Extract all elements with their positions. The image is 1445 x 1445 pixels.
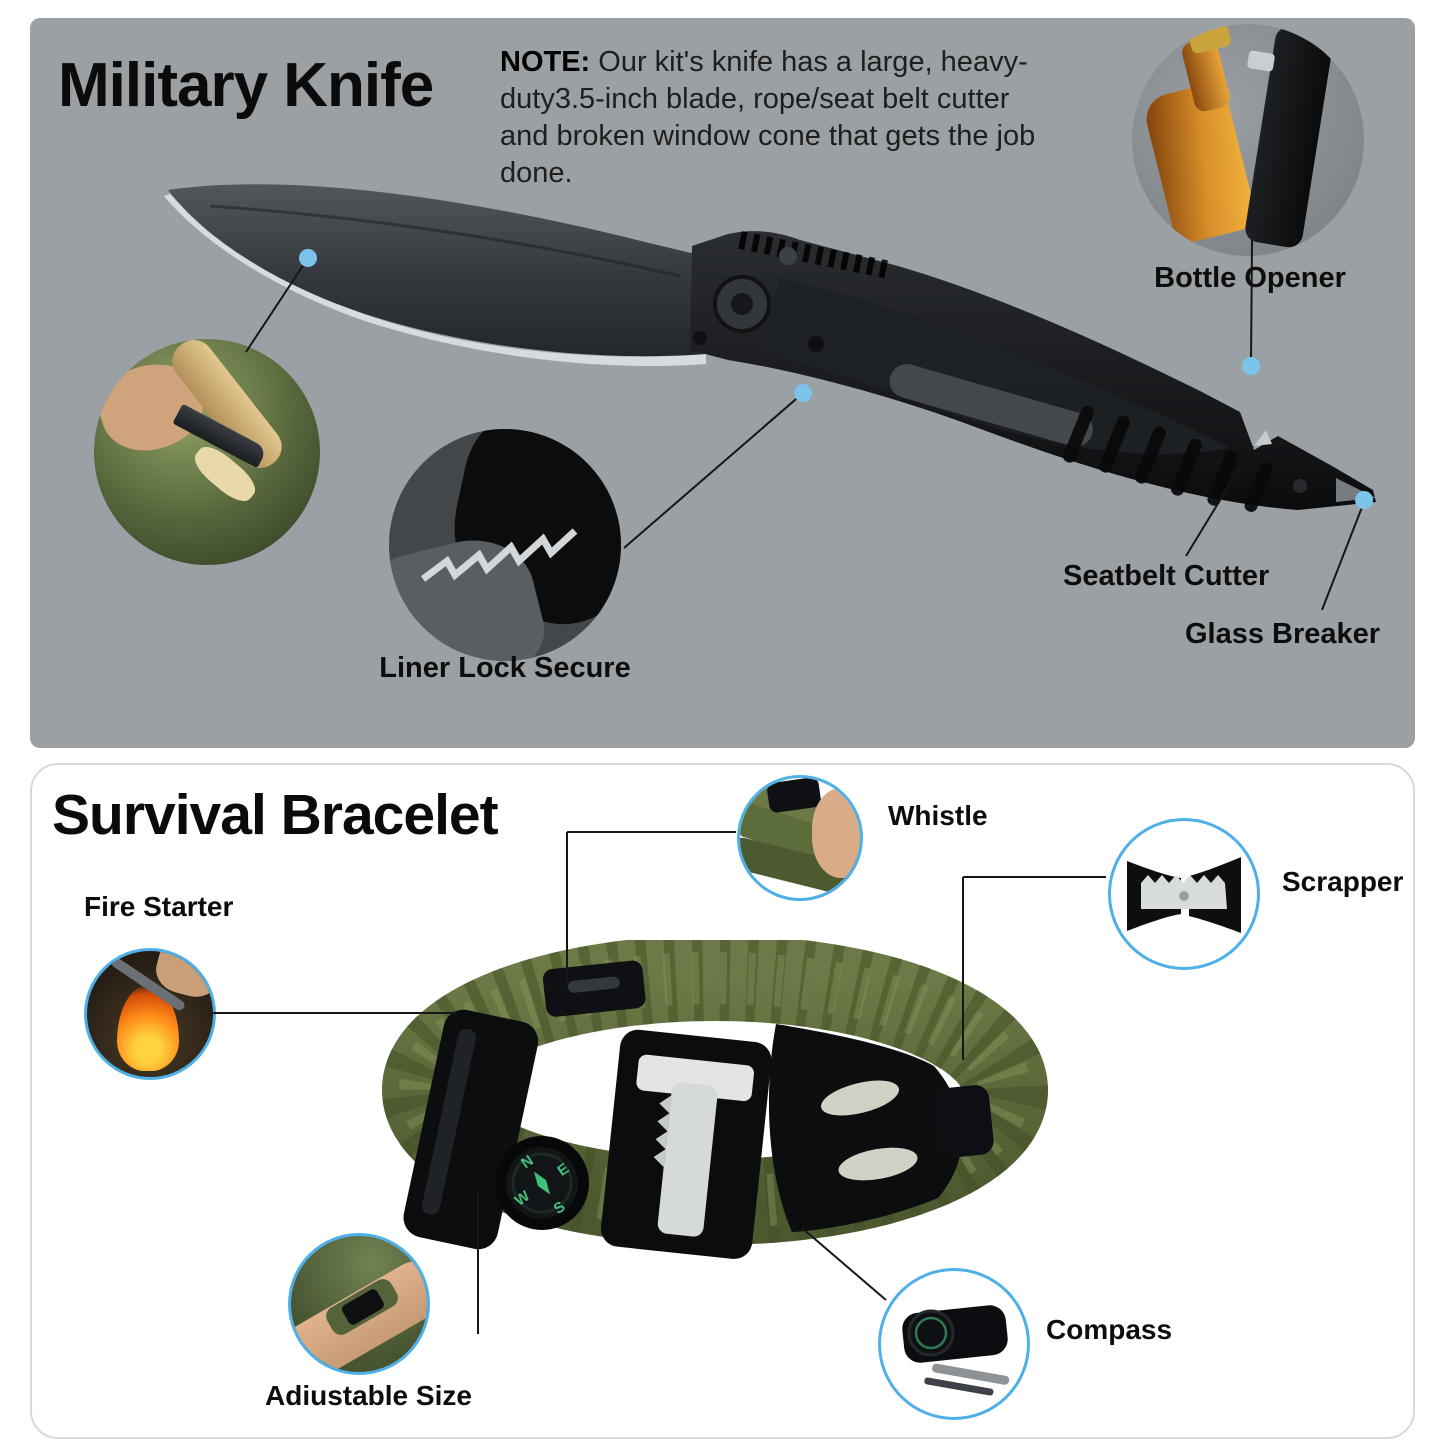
pocket-clip <box>889 364 1093 447</box>
note-label: NOTE: <box>500 46 591 78</box>
scrapper-label: Scrapper <box>1282 866 1404 897</box>
bottle-cap <box>1187 24 1233 55</box>
compass-photo <box>878 1268 1030 1420</box>
whistle-label: Whistle <box>888 800 988 831</box>
buckle-right-body <box>768 1024 963 1232</box>
knife-panel: Military Knife NOTE: Our kit's knife has… <box>30 18 1415 748</box>
fire-starter-label: Fire Starter <box>84 891 234 922</box>
adjustable-size-label: Adiustable Size <box>265 1380 472 1411</box>
knife-title: Military Knife <box>58 51 434 120</box>
liner-lock-photo <box>389 429 621 661</box>
hand-shape <box>812 788 860 878</box>
knife-note: NOTE: Our kit's knife has a large, heavy… <box>500 44 1052 192</box>
bracelet-title: Survival Bracelet <box>52 783 499 847</box>
lock-serration <box>420 528 578 582</box>
wood-carving-photo <box>94 339 320 565</box>
bracelet-buckle: N E S W <box>403 960 994 1259</box>
military-knife-illustration <box>164 184 1376 512</box>
scraper-tool <box>636 1054 754 1237</box>
bottle-opener-photo <box>1132 24 1364 256</box>
note-body: Our kit's knife has a large, heavy-duty3… <box>500 46 1036 189</box>
liner-lock-label: Liner Lock Secure <box>379 652 631 684</box>
scrapper-tool-drawing <box>1127 857 1241 933</box>
thumb-stud <box>779 247 797 265</box>
compass-needle <box>533 1171 551 1195</box>
compass-buckle-drawing <box>902 1305 1010 1396</box>
seatbelt-cutter-label: Seatbelt Cutter <box>1063 560 1270 592</box>
whistle-photo <box>737 775 863 901</box>
adjustable-size-photo <box>288 1233 430 1375</box>
glass-breaker-label: Glass Breaker <box>1185 618 1381 650</box>
survival-bracelet-illustration: N E S W <box>382 940 1048 1259</box>
bottle-opener-label: Bottle Opener <box>1154 262 1346 294</box>
scrapper-photo <box>1108 818 1260 970</box>
buckle-end-cap <box>929 1085 994 1159</box>
opener-hook <box>1246 50 1276 72</box>
knife-handle <box>690 231 1376 512</box>
seatbelt-cutter-blade <box>1254 430 1272 446</box>
compass-label: Compass <box>1046 1314 1173 1345</box>
fire-starter-photo <box>84 948 216 1080</box>
knife-blade <box>164 184 712 367</box>
